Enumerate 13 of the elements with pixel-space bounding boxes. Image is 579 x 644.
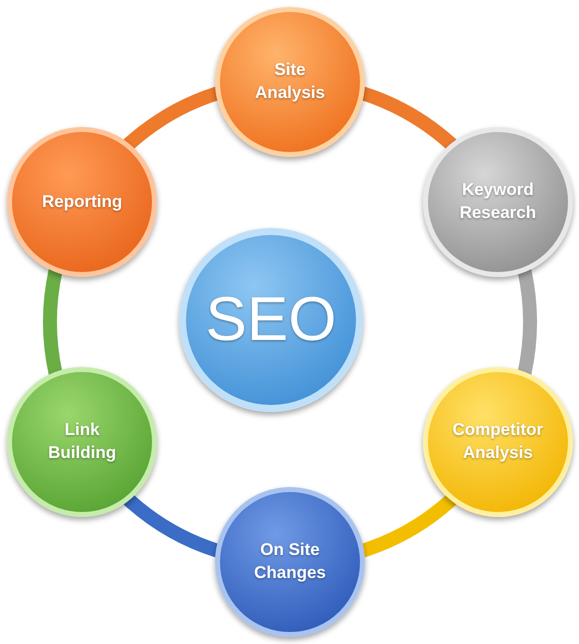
ring-arc-connector: [43, 269, 62, 375]
ring-arc-connector: [360, 494, 456, 558]
ring-arc-connector: [360, 86, 456, 150]
node-label: Site Analysis: [254, 59, 326, 104]
node-label: On Site Changes: [253, 539, 327, 584]
node-label: Competitor Analysis: [452, 419, 544, 464]
node-label: Keyword Research: [458, 179, 538, 224]
ring-arc-connector: [518, 269, 537, 375]
ring-arc-connector: [124, 86, 220, 150]
ring-arc-connector: [124, 494, 220, 558]
node-label: Link Building: [47, 419, 118, 464]
center-title: SEO: [206, 289, 336, 351]
node-label: Reporting: [42, 190, 122, 213]
